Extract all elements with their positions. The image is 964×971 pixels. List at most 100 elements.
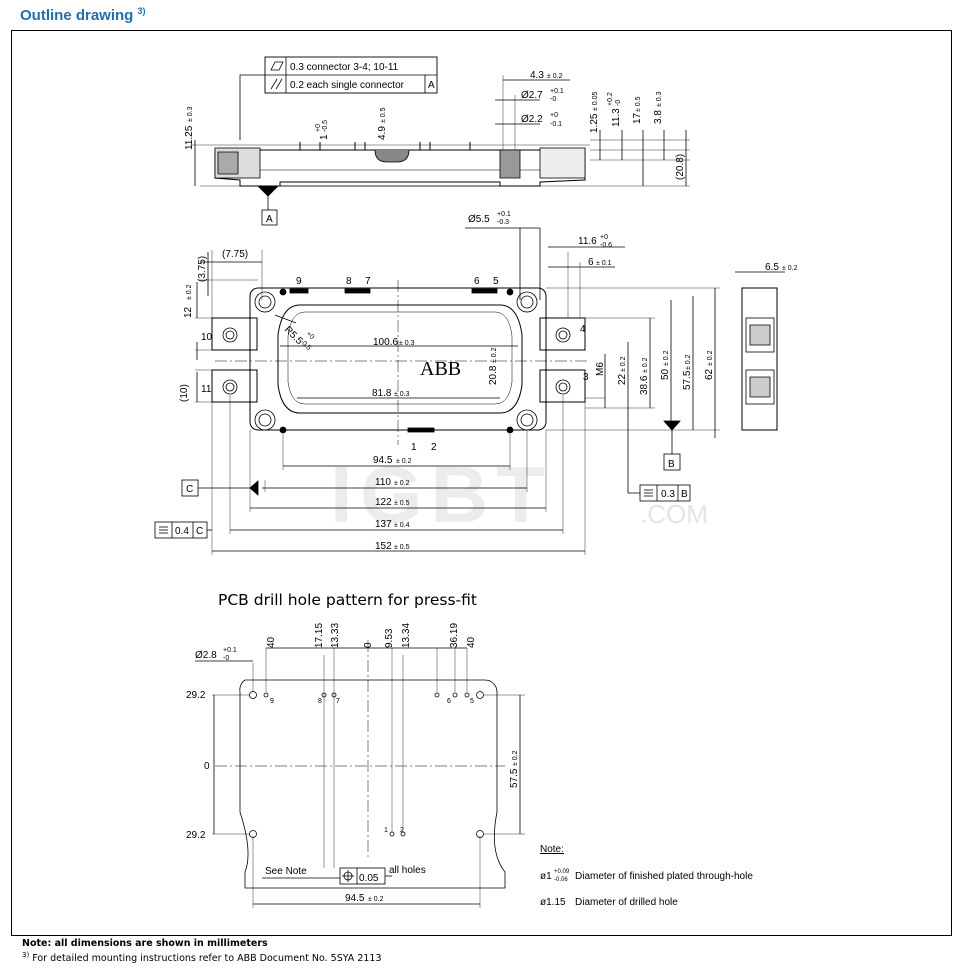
svg-text:(3.75): (3.75): [197, 256, 208, 282]
svg-text:6.5: 6.5: [765, 262, 779, 273]
svg-text:Diameter of drilled hole: Diameter of drilled hole: [575, 897, 678, 908]
svg-text:62: 62: [704, 368, 715, 380]
svg-text:0.4: 0.4: [175, 526, 189, 537]
svg-text:2: 2: [431, 442, 437, 453]
svg-text:94.5: 94.5: [345, 893, 365, 904]
svg-text:B: B: [681, 489, 688, 500]
watermark: IGBT .COM: [330, 450, 708, 539]
svg-text:-0.3: -0.3: [497, 219, 509, 226]
note-label: Note:: [540, 844, 564, 855]
svg-text:1: 1: [411, 442, 417, 453]
svg-text:3: 3: [583, 372, 589, 383]
svg-text:ø1: ø1: [540, 871, 552, 882]
svg-text:Diameter of finished plated th: Diameter of finished plated through-hole: [575, 871, 753, 882]
svg-text:B: B: [668, 459, 675, 470]
svg-text:-0: -0: [550, 96, 556, 103]
footer-reference: 3) For detailed mounting instructions re…: [22, 951, 382, 965]
svg-text:C: C: [196, 526, 203, 537]
svg-text:6: 6: [588, 257, 594, 268]
svg-text:13.33: 13.33: [330, 623, 341, 648]
svg-text:-0.6: -0.6: [600, 242, 612, 249]
svg-text:17.15: 17.15: [314, 623, 325, 648]
svg-text:9.53: 9.53: [384, 628, 395, 648]
svg-text:Ø2.2: Ø2.2: [521, 114, 543, 125]
svg-text:(20.8): (20.8): [675, 154, 686, 180]
svg-text:(7.75): (7.75): [222, 249, 248, 260]
watermark-brand: IGBT: [330, 450, 553, 539]
svg-text:5: 5: [493, 276, 499, 287]
svg-text:110: 110: [375, 477, 391, 488]
pcb-labels: PCB drill hole pattern for press-fit Ø2.…: [186, 591, 753, 908]
svg-text:11.3: 11.3: [611, 108, 622, 127]
svg-text:137: 137: [375, 519, 392, 530]
svg-text:57.5: 57.5: [682, 370, 693, 390]
dim-11-25: 11.25: [184, 125, 195, 150]
svg-text:± 0.2: ± 0.2: [707, 350, 714, 366]
svg-text:11: 11: [201, 384, 212, 395]
svg-text:17: 17: [632, 112, 643, 124]
heading-footnote-ref: 3): [137, 6, 146, 16]
tol-row2-datum: A: [428, 80, 435, 91]
svg-text:± 0.4: ± 0.4: [394, 522, 410, 529]
svg-text:8: 8: [346, 276, 352, 287]
svg-text:100.6: 100.6: [373, 337, 398, 348]
svg-text:4.9: 4.9: [377, 126, 388, 140]
svg-text:± 0.2: ± 0.2: [512, 750, 519, 766]
svg-text:13.34: 13.34: [401, 623, 412, 648]
svg-text:0.3: 0.3: [661, 489, 675, 500]
svg-text:94.5: 94.5: [373, 455, 393, 466]
svg-text:± 0.2: ± 0.2: [186, 284, 193, 300]
svg-text:+0: +0: [315, 124, 322, 132]
svg-text:12: 12: [183, 306, 194, 318]
plan-view-labels: Ø5.5 +0.1 -0.3 11.6 +0 -0.6 6 ± 0.1 (7.7…: [175, 211, 798, 552]
svg-text:± 0.3: ± 0.3: [656, 91, 663, 107]
heading-title: Outline drawing: [20, 7, 134, 24]
svg-text:+0: +0: [305, 330, 316, 341]
svg-text:10: 10: [201, 332, 213, 343]
svg-text:C: C: [186, 484, 193, 495]
svg-text:Ø5.5: Ø5.5: [468, 214, 490, 225]
tol-row2: 0.2 each single connector: [290, 80, 405, 91]
svg-text:± 0.2: ± 0.2: [642, 357, 649, 373]
svg-text:0: 0: [204, 761, 210, 772]
svg-text:36.19: 36.19: [449, 623, 460, 648]
svg-text:± 0.5: ± 0.5: [635, 96, 642, 112]
svg-text:± 0.5: ± 0.5: [394, 544, 410, 551]
pcb-title: PCB drill hole pattern for press-fit: [218, 591, 477, 609]
svg-text:29.2: 29.2: [186, 830, 206, 841]
svg-text:± 0.2: ± 0.2: [547, 73, 563, 80]
svg-text:6: 6: [447, 698, 451, 705]
svg-text:Ø2.7: Ø2.7: [521, 90, 543, 101]
svg-text:38.6: 38.6: [639, 375, 650, 395]
svg-text:+0: +0: [550, 112, 558, 119]
svg-text:+0.09: +0.09: [554, 869, 570, 875]
svg-text:40: 40: [266, 636, 277, 648]
svg-text:± 0.1: ± 0.1: [596, 260, 612, 267]
svg-text:± 0.2: ± 0.2: [685, 354, 692, 370]
svg-text:± 0.2: ± 0.2: [396, 458, 412, 465]
svg-text:4: 4: [580, 324, 586, 335]
svg-text:50: 50: [660, 368, 671, 380]
svg-text:9: 9: [270, 698, 274, 705]
plan-view: [154, 227, 785, 555]
svg-text:-0.5: -0.5: [322, 120, 329, 132]
tol-row1: 0.3 connector 3-4; 10-11: [290, 62, 399, 73]
footer-units: Note: all dimensions are shown in millim…: [22, 938, 268, 949]
svg-text:-0.1: -0.1: [550, 121, 562, 128]
page-heading: Outline drawing 3): [20, 6, 146, 24]
side-view-labels: 0.3 connector 3-4; 10-11 0.2 each single…: [184, 62, 686, 225]
svg-text:40: 40: [466, 636, 477, 648]
pcb-pattern: [195, 640, 525, 908]
svg-text:+0: +0: [600, 234, 608, 241]
svg-text:2: 2: [400, 827, 404, 834]
svg-text:Ø2.8: Ø2.8: [195, 650, 217, 661]
svg-text:(10): (10): [179, 384, 190, 402]
svg-text:122: 122: [375, 497, 392, 508]
svg-text:8: 8: [318, 698, 322, 705]
svg-text:± 0.3: ± 0.3: [399, 340, 415, 347]
drawing-frame: [11, 30, 952, 936]
svg-text:6: 6: [474, 276, 480, 287]
side-view: [190, 56, 690, 226]
svg-text:4.3: 4.3: [530, 70, 544, 81]
